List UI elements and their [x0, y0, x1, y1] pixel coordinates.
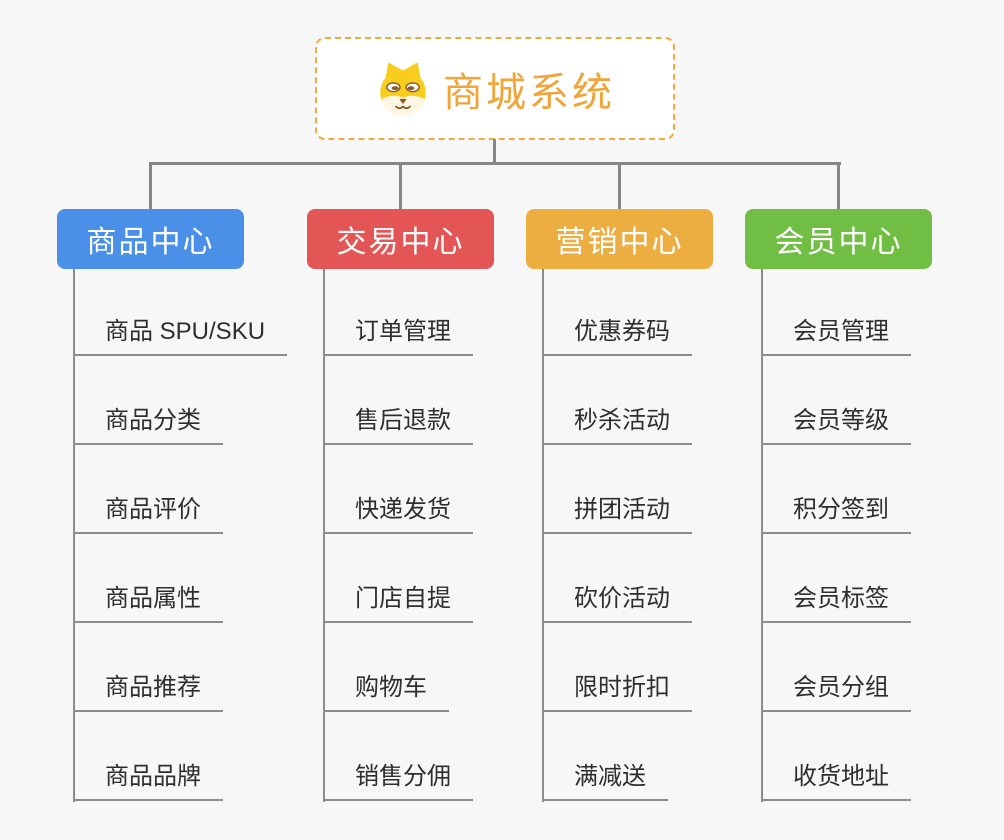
leaf-item[interactable]: 会员标签 — [761, 585, 911, 623]
branch-column: 营销中心 优惠券码秒杀活动拼团活动砍价活动限时折扣满减送 — [526, 209, 786, 809]
leaf-item[interactable]: 会员管理 — [761, 318, 911, 356]
branch-column: 会员中心 会员管理会员等级积分签到会员标签会员分组收货地址 — [745, 209, 1004, 809]
branch-trunk-line — [542, 269, 544, 802]
leaf-item[interactable]: 砍价活动 — [542, 585, 692, 623]
connector-branch-drop — [837, 164, 840, 210]
dog-icon — [380, 62, 426, 115]
branch-header-2[interactable]: 交易中心 — [307, 209, 494, 269]
leaf-item[interactable]: 商品推荐 — [73, 674, 223, 712]
root-node-mall-system[interactable]: 商城系统 — [315, 37, 675, 140]
leaf-item[interactable]: 优惠券码 — [542, 318, 692, 356]
leaf-item[interactable]: 门店自提 — [323, 585, 473, 623]
branch-trunk-line — [73, 269, 75, 802]
connector-branch-drop — [149, 164, 152, 210]
connector-horizontal-rail — [149, 162, 841, 165]
root-title: 商城系统 — [443, 70, 615, 115]
leaf-item[interactable]: 商品分类 — [73, 407, 223, 445]
leaf-item[interactable]: 积分签到 — [761, 496, 911, 534]
branch-header-4[interactable]: 会员中心 — [745, 209, 932, 269]
leaf-item[interactable]: 商品属性 — [73, 585, 223, 623]
leaf-item[interactable]: 快递发货 — [323, 496, 473, 534]
leaf-item[interactable]: 销售分佣 — [323, 763, 473, 801]
leaf-item[interactable]: 收货地址 — [761, 763, 911, 801]
branch-trunk-line — [323, 269, 325, 802]
leaf-item[interactable]: 会员等级 — [761, 407, 911, 445]
connector-branch-drop — [399, 164, 402, 210]
leaf-item[interactable]: 商品 SPU/SKU — [73, 318, 288, 356]
leaf-item[interactable]: 拼团活动 — [542, 496, 692, 534]
leaf-item[interactable]: 购物车 — [323, 674, 449, 712]
branch-column: 商品中心 商品 SPU/SKU 商品分类商品评价商品属性商品推荐商品品牌 — [57, 209, 317, 809]
leaf-item[interactable]: 满减送 — [542, 763, 668, 801]
branch-trunk-line — [761, 269, 763, 802]
leaf-item[interactable]: 订单管理 — [323, 318, 473, 356]
leaf-item[interactable]: 限时折扣 — [542, 674, 692, 712]
branch-header-1[interactable]: 商品中心 — [57, 209, 244, 269]
leaf-item[interactable]: 商品品牌 — [73, 763, 223, 801]
branch-column: 交易中心 订单管理售后退款快递发货门店自提购物车销售分佣 — [307, 209, 567, 809]
branch-header-3[interactable]: 营销中心 — [526, 209, 713, 269]
leaf-item[interactable]: 售后退款 — [323, 407, 473, 445]
leaf-item[interactable]: 商品评价 — [73, 496, 223, 534]
connector-root-drop — [493, 139, 496, 164]
connector-branch-drop — [618, 164, 621, 210]
leaf-item[interactable]: 秒杀活动 — [542, 407, 692, 445]
leaf-item[interactable]: 会员分组 — [761, 674, 911, 712]
